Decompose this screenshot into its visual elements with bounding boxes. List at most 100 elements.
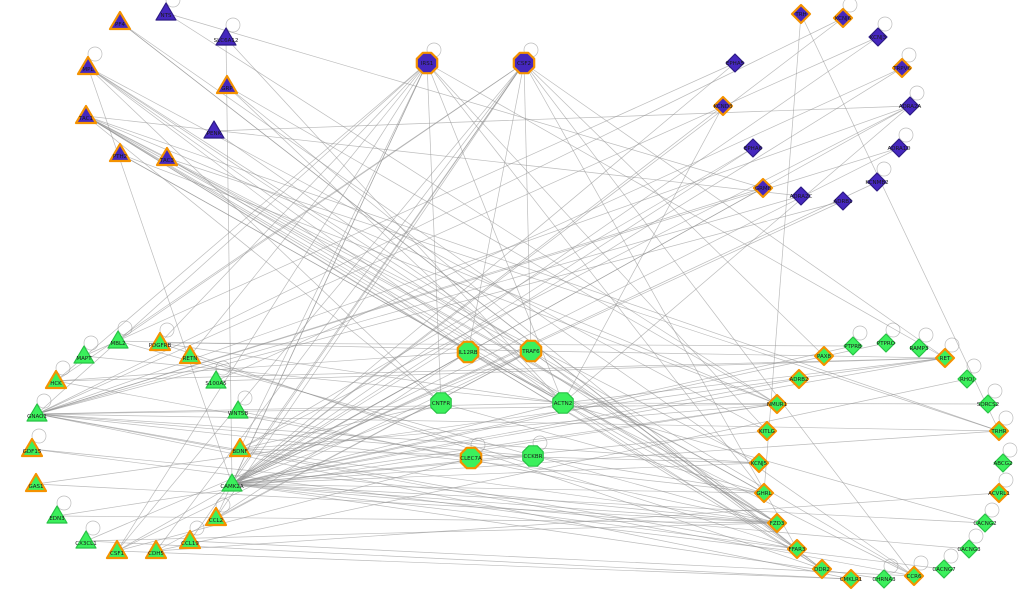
- node-PF4[interactable]: PF4: [108, 10, 132, 31]
- self-loop-RET: [944, 337, 960, 353]
- edge-NTS-GRM8: [165, 12, 764, 189]
- node-GRP[interactable]: GRP: [215, 74, 239, 95]
- edge-TAC1-NMUR1: [85, 115, 778, 405]
- node-ADRA2C[interactable]: ADRA2C: [790, 186, 813, 206]
- self-loop-CACNG3: [968, 528, 984, 544]
- node-CCL2[interactable]: CCL2: [204, 506, 228, 527]
- node-TRH[interactable]: TRH: [790, 3, 812, 25]
- self-loop-MAPT: [83, 335, 99, 351]
- edge-KCNJ3-CAMK2A: [231, 36, 879, 485]
- triangle-node-shape: [108, 142, 132, 163]
- edge-IRS1-GNAO1: [36, 62, 428, 415]
- edge-IRS1-PDGFRB: [159, 62, 428, 344]
- diamond-node-shape: [909, 338, 929, 358]
- node-GAS1[interactable]: GAS1: [24, 472, 48, 493]
- octagon-node-shape: [430, 392, 452, 414]
- node-EPHA6[interactable]: EPHA6: [743, 138, 763, 158]
- self-loop-RAMP3: [918, 327, 934, 343]
- node-CLEC7A[interactable]: CLEC7A: [459, 446, 483, 470]
- node-EPHA5[interactable]: EPHA5: [725, 53, 745, 73]
- edges-layer: [31, 12, 1000, 580]
- edge-HCK-RET: [55, 357, 946, 382]
- node-DDR2[interactable]: DDR2: [811, 558, 833, 580]
- edge-CDH5-ACVRL1: [155, 492, 1000, 552]
- node-IL12RB[interactable]: IL12RB: [456, 340, 480, 364]
- edge-CSF2-CCR6: [523, 62, 915, 577]
- node-S100A5[interactable]: S100A5: [205, 370, 227, 389]
- edge-GRM8-CAMK2A: [231, 187, 764, 485]
- diamond-node-shape: [788, 368, 810, 390]
- node-EDN3[interactable]: EDN3: [46, 505, 68, 524]
- edge-IRS1-ACTN2: [426, 62, 564, 404]
- node-TRAF6[interactable]: TRAF6: [519, 339, 543, 363]
- edge-TAC3-GHRL: [166, 157, 765, 494]
- edge-EPHA5-MAPT: [83, 62, 736, 357]
- triangle-node-shape: [155, 146, 179, 167]
- node-HCK[interactable]: HCK: [44, 369, 68, 390]
- edge-TAC1-KCNJ5: [85, 115, 760, 464]
- triangle-node-shape: [205, 370, 227, 389]
- diamond-node-shape: [840, 568, 862, 590]
- octagon-node-shape: [519, 339, 543, 363]
- node-TAC1[interactable]: TAC1: [74, 104, 98, 125]
- edge-CNTFR-GHRL: [440, 402, 765, 494]
- self-loop-TRHR: [998, 410, 1014, 426]
- edge-TAC3-FZD3: [166, 157, 778, 524]
- edge-GRP-NMUR1: [226, 85, 778, 405]
- node-MPL[interactable]: MPL: [76, 55, 100, 76]
- self-loop-CX3CL1: [85, 520, 101, 536]
- self-loop-GNAO1: [36, 393, 52, 409]
- octagon-node-shape: [552, 392, 574, 414]
- diamond-node-shape: [889, 138, 909, 158]
- node-TAC3[interactable]: TAC3: [155, 146, 179, 167]
- node-GRM8[interactable]: GRM8: [752, 177, 774, 199]
- edge-CSF1-CMKLR1: [116, 550, 852, 580]
- node-NTS[interactable]: NTS: [155, 2, 177, 21]
- edge-CAMK2A-PTPRB: [231, 345, 854, 485]
- edge-FZD3-GDF15: [31, 448, 778, 524]
- self-loop-CCL19: [189, 520, 205, 536]
- diamond-node-shape: [832, 7, 854, 29]
- self-loop-CCR6: [913, 555, 929, 571]
- diamond-node-shape: [867, 172, 887, 192]
- edge-FZD3-BDNF: [239, 448, 778, 524]
- diamond-node-shape: [791, 186, 811, 206]
- self-loop-PTPRB: [852, 325, 868, 341]
- node-CX3CL1[interactable]: CX3CL1: [75, 530, 97, 549]
- self-loop-TRPV6: [901, 47, 917, 63]
- node-NMUR1[interactable]: NMUR1: [767, 393, 787, 415]
- edge-FZD3-WNT5B: [237, 410, 778, 524]
- node-MAPT[interactable]: MAPT: [73, 345, 95, 364]
- node-GDF15[interactable]: GDF15: [20, 437, 44, 458]
- self-loop-CACNG2: [984, 502, 1000, 518]
- self-loop-WNT5B: [237, 390, 253, 406]
- edge-ADRB1-GNAO1: [36, 200, 844, 415]
- edge-IRS1-CSF1: [116, 62, 428, 552]
- edge-ACTN2-RET: [562, 357, 946, 404]
- node-CNTFR[interactable]: CNTFR: [430, 392, 452, 414]
- diamond-node-shape: [957, 369, 977, 389]
- diamond-node-shape: [833, 191, 853, 211]
- node-GHRL[interactable]: GHRL: [753, 482, 775, 504]
- edge-CSF2-TRAF6: [523, 62, 532, 352]
- edge-MPL-FZD3: [87, 66, 778, 524]
- edge-CAMK2A-GHRL: [231, 483, 765, 494]
- octagon-node-shape: [522, 445, 544, 467]
- node-CCKBR[interactable]: CCKBR: [522, 445, 544, 467]
- self-loop-GDF15: [31, 428, 47, 444]
- edge-GDF15-FFAR3: [31, 448, 798, 550]
- node-SLC6A12[interactable]: SLC6A12: [214, 27, 239, 46]
- edge-CAMK2A-CACNG3: [231, 483, 970, 550]
- diamond-node-shape: [934, 347, 956, 369]
- node-CSF2[interactable]: CSF2: [512, 51, 536, 75]
- diamond-node-shape: [712, 95, 734, 117]
- node-IRS1[interactable]: IRS1: [415, 51, 439, 75]
- edge-IRS1-GHRL: [426, 62, 765, 494]
- edge-IRS1-KITLG: [426, 62, 768, 432]
- node-KITLG[interactable]: KITLG: [756, 420, 778, 442]
- edge-CAMK2A-KCNJ5: [231, 462, 760, 485]
- node-PTH2[interactable]: PTH2: [108, 142, 132, 163]
- node-ACTN2[interactable]: ACTN2: [552, 392, 574, 414]
- diamond-node-shape: [876, 333, 896, 353]
